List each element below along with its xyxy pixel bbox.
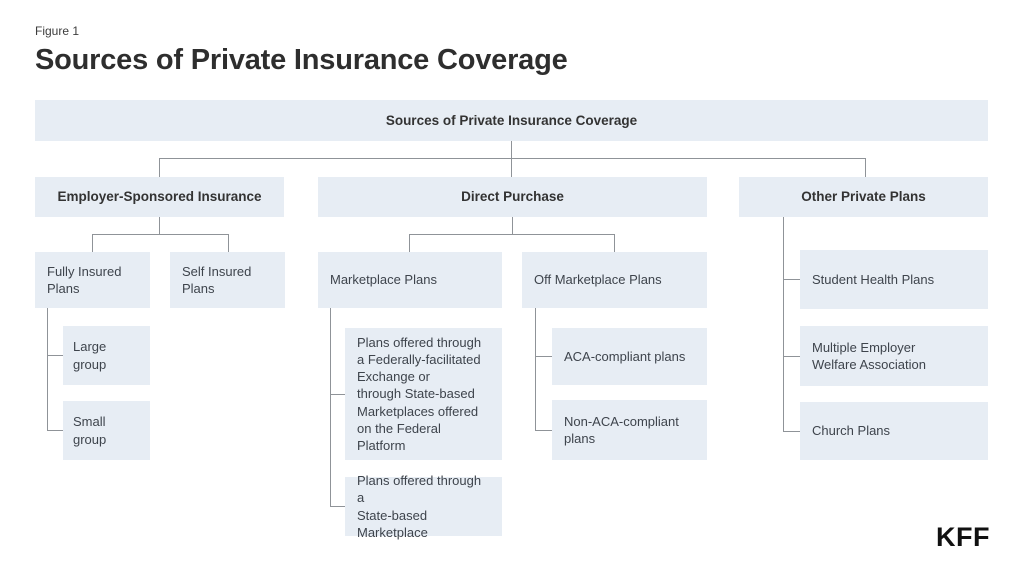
- node-off-marketplace-plans: Off Marketplace Plans: [522, 252, 707, 308]
- connector-line: [865, 158, 866, 177]
- connector-line: [783, 431, 800, 432]
- connector-line: [330, 506, 345, 507]
- connector-line: [228, 234, 229, 252]
- connector-line: [783, 279, 800, 280]
- connector-line: [783, 356, 800, 357]
- connector-line: [47, 355, 63, 356]
- connector-line: [159, 158, 160, 177]
- node-marketplace-plans: Marketplace Plans: [318, 252, 502, 308]
- connector-line: [47, 308, 48, 430]
- connector-line: [614, 234, 615, 252]
- node-root-banner: Sources of Private Insurance Coverage: [35, 100, 988, 141]
- node-federal-platform-plans: Plans offered through a Federally-facili…: [345, 328, 502, 460]
- node-self-insured-plans: Self Insured Plans: [170, 252, 285, 308]
- node-aca-compliant-plans: ACA-compliant plans: [552, 328, 707, 385]
- page-title: Sources of Private Insurance Coverage: [35, 44, 568, 76]
- node-direct-purchase: Direct Purchase: [318, 177, 707, 217]
- connector-line: [535, 356, 552, 357]
- connector-line: [511, 141, 512, 158]
- node-multiple-employer-welfare-association: Multiple Employer Welfare Association: [800, 326, 988, 386]
- connector-line: [409, 234, 615, 235]
- node-fully-insured-plans: Fully Insured Plans: [35, 252, 150, 308]
- connector-line: [92, 234, 229, 235]
- connector-line: [535, 430, 552, 431]
- node-other-private-plans: Other Private Plans: [739, 177, 988, 217]
- connector-line: [159, 158, 866, 159]
- connector-line: [159, 217, 160, 234]
- connector-line: [409, 234, 410, 252]
- figure-label: Figure 1: [35, 24, 80, 38]
- connector-line: [92, 234, 93, 252]
- connector-line: [535, 308, 536, 430]
- node-church-plans: Church Plans: [800, 402, 988, 460]
- node-student-health-plans: Student Health Plans: [800, 250, 988, 309]
- node-small-group: Small group: [63, 401, 150, 460]
- node-large-group: Large group: [63, 326, 150, 385]
- node-non-aca-compliant-plans: Non-ACA-compliant plans: [552, 400, 707, 460]
- connector-line: [783, 217, 784, 431]
- node-state-based-marketplace-plans: Plans offered through a State-based Mark…: [345, 473, 502, 540]
- connector-line: [512, 217, 513, 234]
- connector-line: [47, 430, 63, 431]
- kff-logo: KFF: [936, 522, 990, 552]
- connector-line: [511, 158, 512, 177]
- connector-line: [330, 394, 345, 395]
- connector-line: [330, 308, 331, 506]
- node-employer-sponsored-insurance: Employer-Sponsored Insurance: [35, 177, 284, 217]
